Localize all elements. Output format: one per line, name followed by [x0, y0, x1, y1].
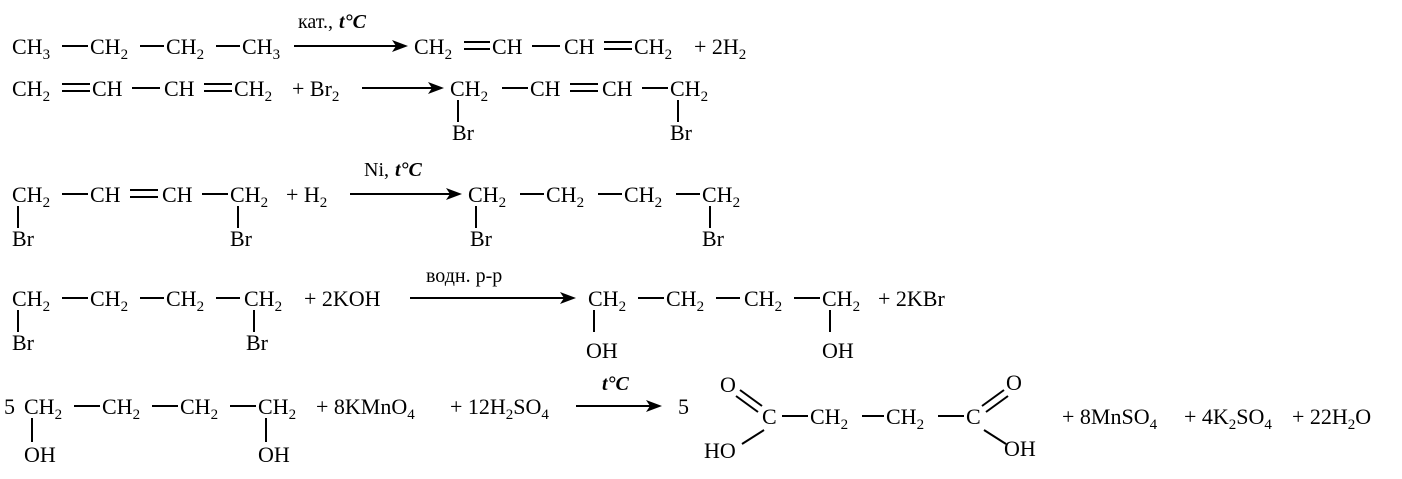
atom-ch2: CH2	[12, 182, 50, 211]
condition-aqueous: водн. р-р	[426, 265, 502, 287]
atom-c: C	[762, 404, 777, 429]
atom-o: O	[1006, 370, 1022, 395]
reaction-1: CH3 CH2 CH2 CH3 кат.,t°C CH2 CH CH CH2 +…	[12, 11, 746, 63]
byproduct-k2so4: + 4K2SO4	[1184, 404, 1272, 433]
atom-ch2: CH2	[450, 76, 488, 105]
atom-ch2: CH2	[102, 394, 140, 423]
atom-ch2: CH2	[886, 404, 924, 433]
coefficient-5: 5	[4, 394, 15, 419]
atom-br: Br	[702, 226, 725, 251]
atom-ch: CH	[164, 76, 195, 101]
product-coefficient-5: 5	[678, 394, 689, 419]
reagent-koh: + 2KOH	[304, 286, 381, 311]
byproduct-mnso4: + 8MnSO4	[1062, 404, 1158, 433]
condition-ni: Ni,t°C	[364, 159, 423, 181]
atom-ch3-left: CH3	[12, 34, 50, 63]
byproduct-kbr: + 2KBr	[878, 286, 945, 311]
atom-ch2: CH2	[634, 34, 672, 63]
atom-ch2: CH2	[90, 286, 128, 315]
atom-br: Br	[470, 226, 493, 251]
reaction-2: CH2 CH CH CH2 + Br2 CH2 Br CH CH CH2 Br	[12, 76, 708, 145]
atom-ch2: CH2	[180, 394, 218, 423]
atom-ch2: CH2	[244, 286, 282, 315]
reaction-3: CH2 Br CH CH CH2 Br + H2 Ni,t°C CH2 Br C…	[12, 159, 740, 251]
atom-ch3-right: CH3	[242, 34, 280, 63]
double-bond-co	[739, 389, 763, 407]
atom-ch2: CH2	[744, 286, 782, 315]
bond-c-oh	[741, 429, 765, 445]
atom-ch2: CH2	[166, 34, 204, 63]
arrow-head	[560, 292, 576, 304]
atom-ch: CH	[92, 76, 123, 101]
bond-c-oh	[983, 429, 1007, 445]
atom-ch: CH	[564, 34, 595, 59]
atom-ch2: CH2	[702, 182, 740, 211]
atom-ch2: CH2	[234, 76, 272, 105]
atom-oh: OH	[1004, 436, 1036, 461]
atom-ch2: CH2	[624, 182, 662, 211]
atom-ch2: CH2	[588, 286, 626, 315]
double-bond-co	[985, 395, 1009, 413]
atom-ch: CH	[162, 182, 193, 207]
atom-ch2: CH2	[258, 394, 296, 423]
atom-ch2: CH2	[166, 286, 204, 315]
double-bond-co	[735, 395, 759, 413]
atom-ch2: CH2	[822, 286, 860, 315]
condition-temperature: t°C	[602, 373, 630, 395]
atom-o: O	[720, 372, 736, 397]
reagent-h2: + H2	[286, 182, 327, 211]
atom-ch2: CH2	[670, 76, 708, 105]
atom-br: Br	[12, 330, 35, 355]
atom-ch: CH	[90, 182, 121, 207]
atom-ch2: CH2	[666, 286, 704, 315]
reagent-kmno4: + 8KMnO4	[316, 394, 415, 423]
atom-ch2: CH2	[230, 182, 268, 211]
atom-ch2: CH2	[546, 182, 584, 211]
arrow-head	[392, 40, 408, 52]
atom-ch: CH	[530, 76, 561, 101]
atom-oh: OH	[822, 338, 854, 363]
atom-br: Br	[246, 330, 269, 355]
atom-ch2: CH2	[414, 34, 452, 63]
atom-br: Br	[670, 120, 693, 145]
atom-br: Br	[230, 226, 253, 251]
atom-ch2: CH2	[12, 286, 50, 315]
atom-br: Br	[452, 120, 475, 145]
atom-ch2: CH2	[12, 76, 50, 105]
byproduct-h2: + 2H2	[694, 34, 746, 63]
double-bond-co	[981, 389, 1005, 407]
atom-ch2: CH2	[810, 404, 848, 433]
atom-oh: OH	[586, 338, 618, 363]
reagent-h2so4: + 12H2SO4	[450, 394, 549, 423]
atom-ch2: CH2	[90, 34, 128, 63]
atom-ho: HO	[704, 438, 736, 463]
atom-oh: OH	[24, 442, 56, 467]
atom-c: C	[966, 404, 981, 429]
condition-catalyst: кат.,t°C	[298, 11, 367, 33]
arrow-head	[646, 400, 662, 412]
atom-oh: OH	[258, 442, 290, 467]
reagent-br2: + Br2	[292, 76, 339, 105]
arrow-head	[428, 82, 444, 94]
atom-ch2: CH2	[468, 182, 506, 211]
atom-ch: CH	[492, 34, 523, 59]
atom-ch2: CH2	[24, 394, 62, 423]
atom-br: Br	[12, 226, 35, 251]
reaction-4: CH2 Br CH2 CH2 CH2 Br + 2KOH водн. р-р C…	[12, 265, 945, 363]
reaction-5: 5 CH2 OH CH2 CH2 CH2 OH + 8KMnO4 + 12H2S…	[4, 370, 1371, 467]
atom-ch: CH	[602, 76, 633, 101]
byproduct-h2o: + 22H2O	[1292, 404, 1371, 433]
arrow-head	[446, 188, 462, 200]
